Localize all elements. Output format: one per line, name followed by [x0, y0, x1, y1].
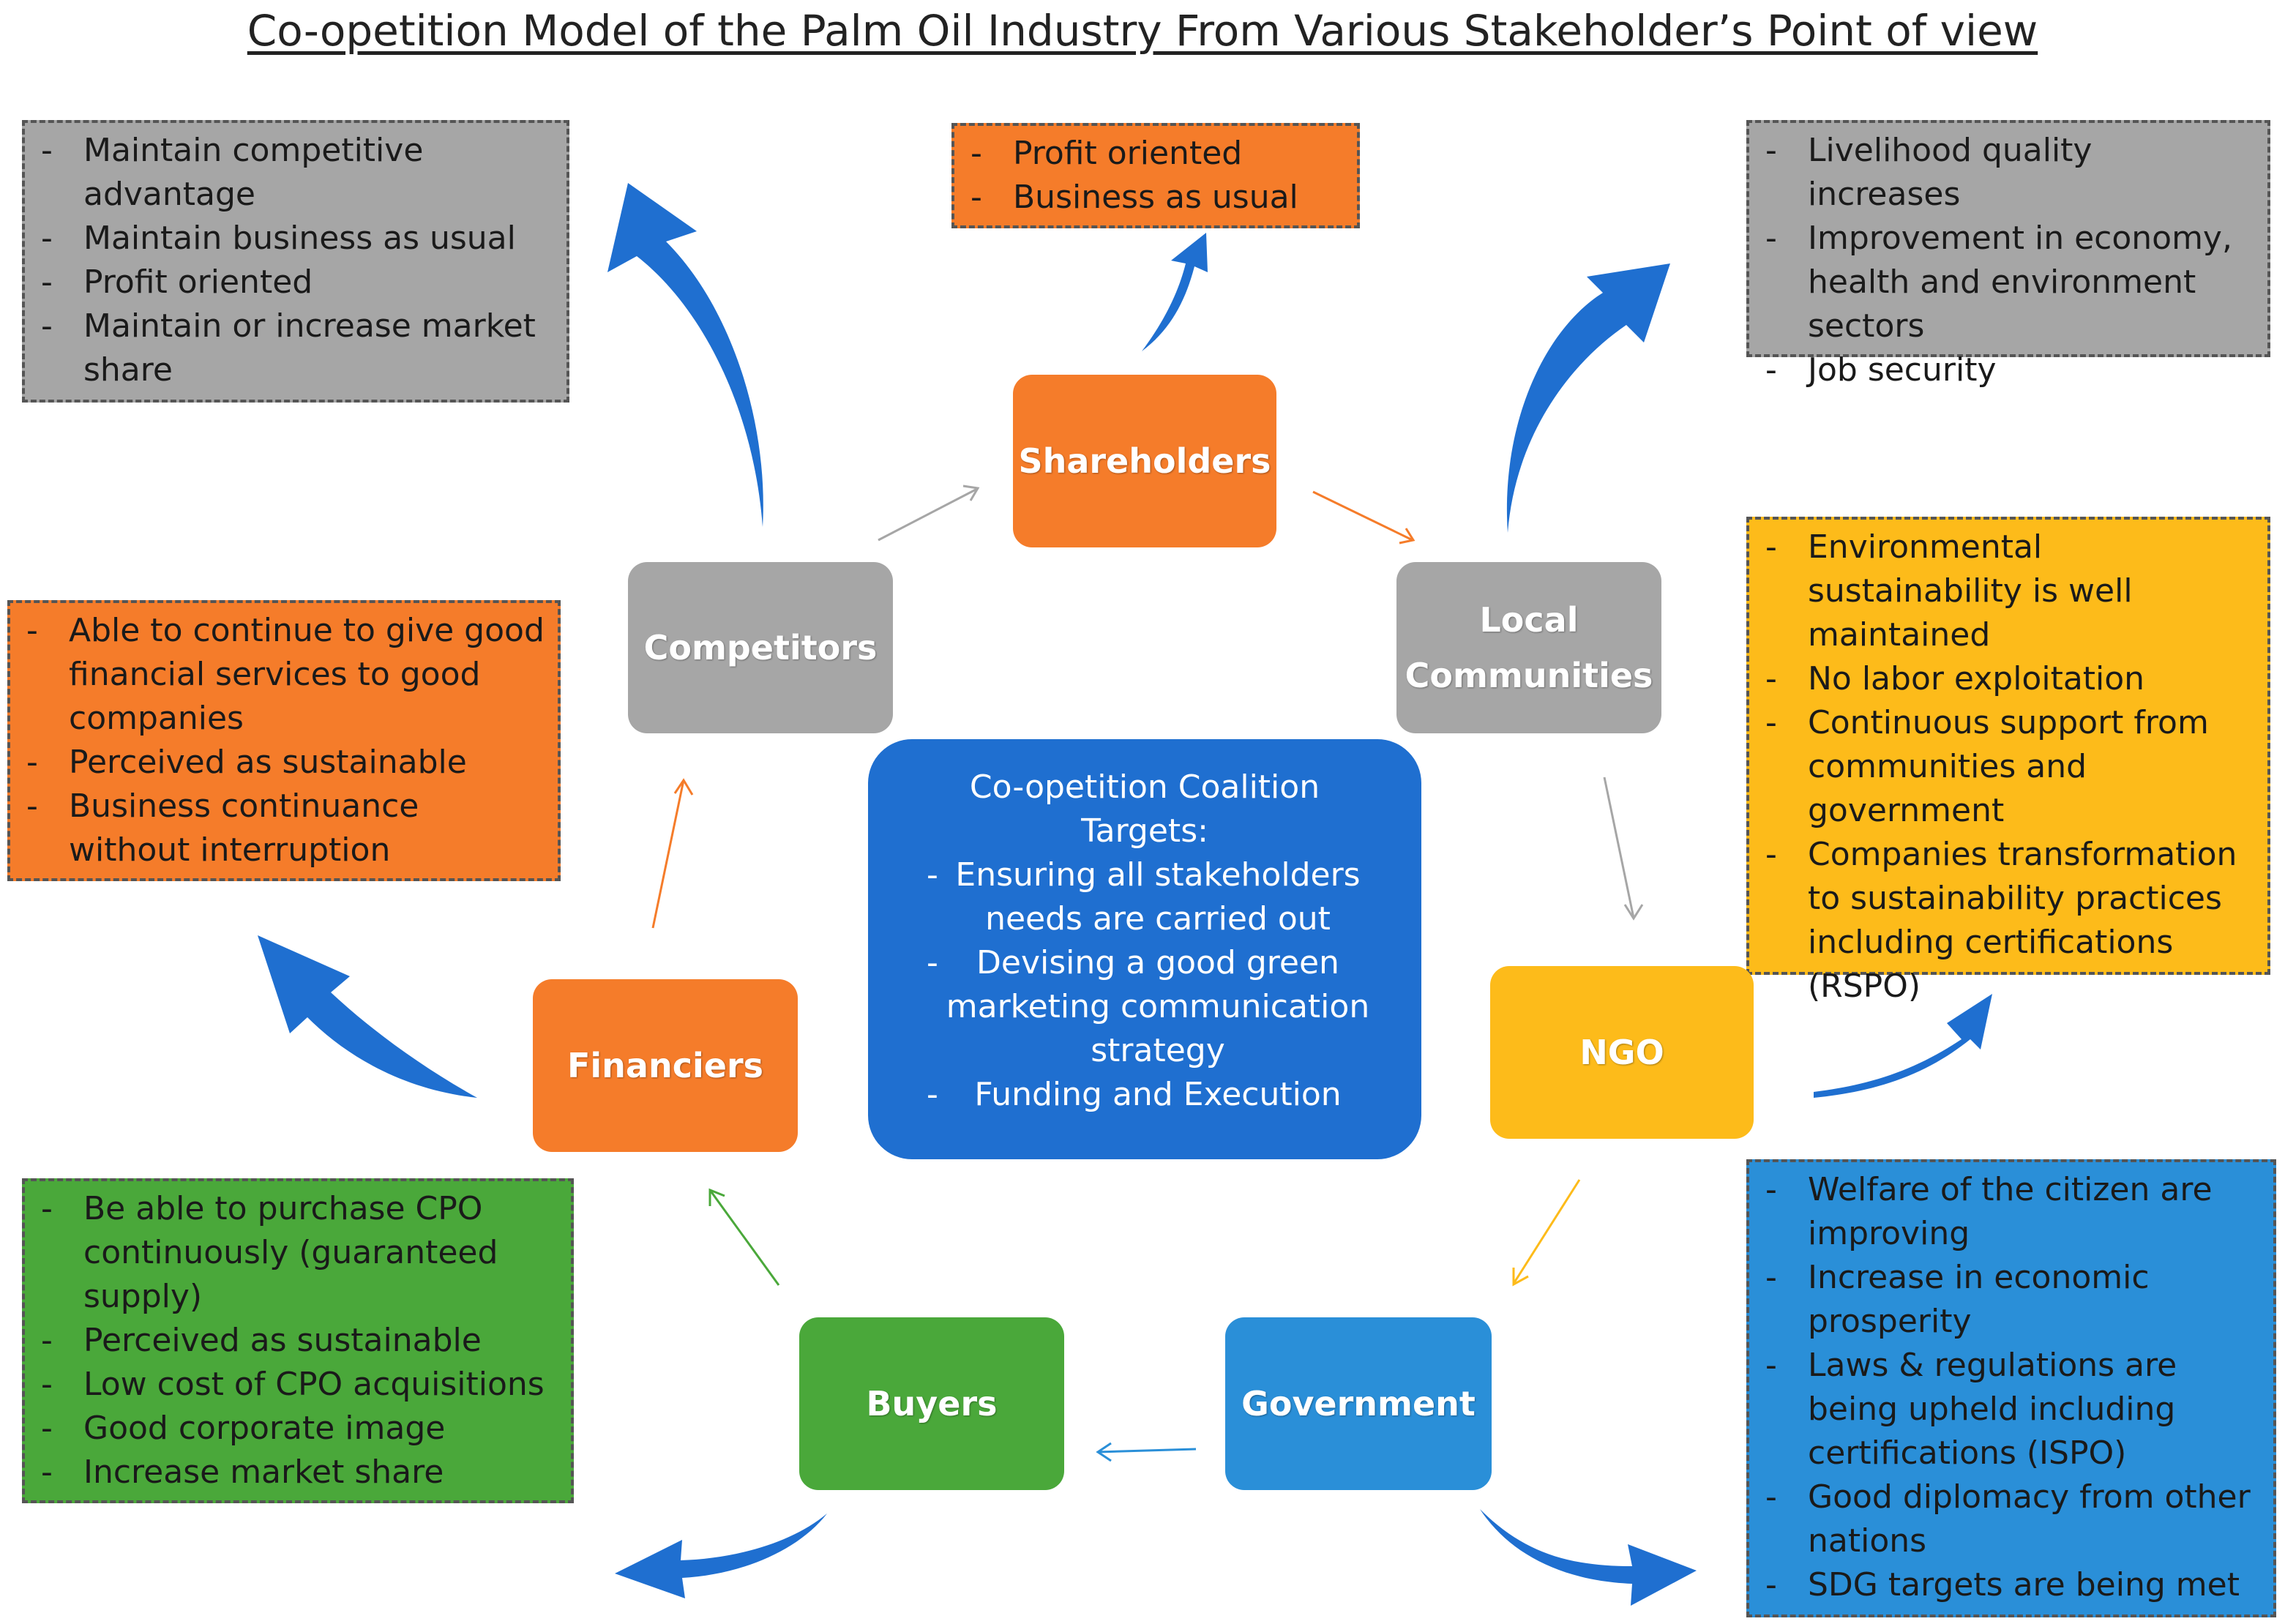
- cycle-arrow-shareholders-to-local: [1312, 490, 1413, 542]
- note-item: Profit oriented: [38, 261, 553, 304]
- note-item: Be able to purchase CPO continuously (gu…: [38, 1187, 558, 1319]
- center-heading: Co-opetition Coalition Targets:: [969, 768, 1320, 850]
- note-financiers: Able to continue to give good financial …: [7, 600, 561, 881]
- note-item: Job security: [1762, 348, 2254, 392]
- note-item: Continuous support from communities and …: [1762, 701, 2254, 833]
- node-ngo: NGO: [1490, 966, 1754, 1139]
- note-item: Perceived as sustainable: [23, 741, 545, 785]
- center-coalition-targets: Co-opetition Coalition Targets: Ensuring…: [868, 739, 1421, 1159]
- note-item: Welfare of the citizen are improving: [1762, 1168, 2260, 1256]
- diagram-title: Co-opetition Model of the Palm Oil Indus…: [247, 6, 2038, 56]
- note-item: Laws & regulations are being upheld incl…: [1762, 1344, 2260, 1475]
- note-local-communities: Livelihood quality increases Improvement…: [1746, 120, 2270, 392]
- note-government: Welfare of the citizen are improving Inc…: [1746, 1159, 2276, 1617]
- note-item: Environmental sustainability is well mai…: [1762, 525, 2254, 657]
- big-arrow-government: [1480, 1509, 1697, 1606]
- big-arrow-shareholders: [1142, 233, 1208, 351]
- cycle-arrow-ngo-to-government: [1512, 1179, 1581, 1284]
- note-item: Maintain or increase market share: [38, 304, 553, 392]
- note-item: Able to continue to give good financial …: [23, 609, 545, 741]
- note-competitors: Maintain competitive advantage Maintain …: [22, 120, 569, 403]
- note-item: Business continuance without interruptio…: [23, 785, 545, 872]
- note-item: Companies transformation to sustainabili…: [1762, 833, 2254, 1009]
- note-item: Maintain competitive advantage: [38, 129, 553, 217]
- note-item: SDG targets are being met: [1762, 1563, 2260, 1607]
- center-item: Funding and Execution: [897, 1073, 1392, 1117]
- cycle-arrow-financiers-to-competitors: [651, 779, 685, 929]
- node-local-communities: Local Communities: [1396, 562, 1661, 733]
- note-item: Low cost of CPO acquisitions: [38, 1363, 558, 1407]
- note-item: Profit oriented: [968, 132, 1344, 176]
- big-arrow-financiers: [258, 935, 477, 1098]
- note-item: Improvement in economy, health and envir…: [1762, 217, 2254, 348]
- node-shareholders: Shareholders: [1013, 375, 1276, 547]
- cycle-arrow-local-to-ngo: [1603, 777, 1635, 918]
- big-arrow-competitors: [607, 183, 763, 527]
- note-item: Good diplomacy from other nations: [1762, 1475, 2260, 1563]
- node-financiers: Financiers: [533, 979, 798, 1152]
- node-government: Government: [1225, 1317, 1492, 1490]
- cycle-arrow-buyers-to-financiers: [708, 1189, 780, 1286]
- note-item: Increase in economic prosperity: [1762, 1256, 2260, 1344]
- note-buyers: Be able to purchase CPO continuously (gu…: [22, 1178, 574, 1503]
- note-item: No labor exploitation: [1762, 657, 2254, 701]
- note-item: Increase market share: [38, 1451, 558, 1494]
- note-item: Business as usual: [968, 176, 1344, 220]
- note-item: Good corporate image: [38, 1407, 558, 1451]
- cycle-arrow-competitors-to-shareholders: [878, 487, 978, 542]
- big-arrow-buyers: [615, 1513, 827, 1598]
- node-competitors: Competitors: [628, 562, 893, 733]
- big-arrow-local-communities: [1506, 263, 1670, 533]
- center-item: Devising a good green marketing communic…: [897, 941, 1392, 1073]
- center-item: Ensuring all stakeholders needs are carr…: [897, 853, 1392, 941]
- note-item: Perceived as sustainable: [38, 1319, 558, 1363]
- note-item: Livelihood quality increases: [1762, 129, 2254, 217]
- note-ngo: Environmental sustainability is well mai…: [1746, 517, 2270, 1005]
- note-shareholders: Profit oriented Business as usual: [951, 123, 1360, 228]
- node-buyers: Buyers: [799, 1317, 1064, 1490]
- cycle-arrow-government-to-buyers: [1097, 1448, 1197, 1453]
- big-arrow-ngo: [1814, 994, 1992, 1098]
- note-item: Maintain business as usual: [38, 217, 553, 261]
